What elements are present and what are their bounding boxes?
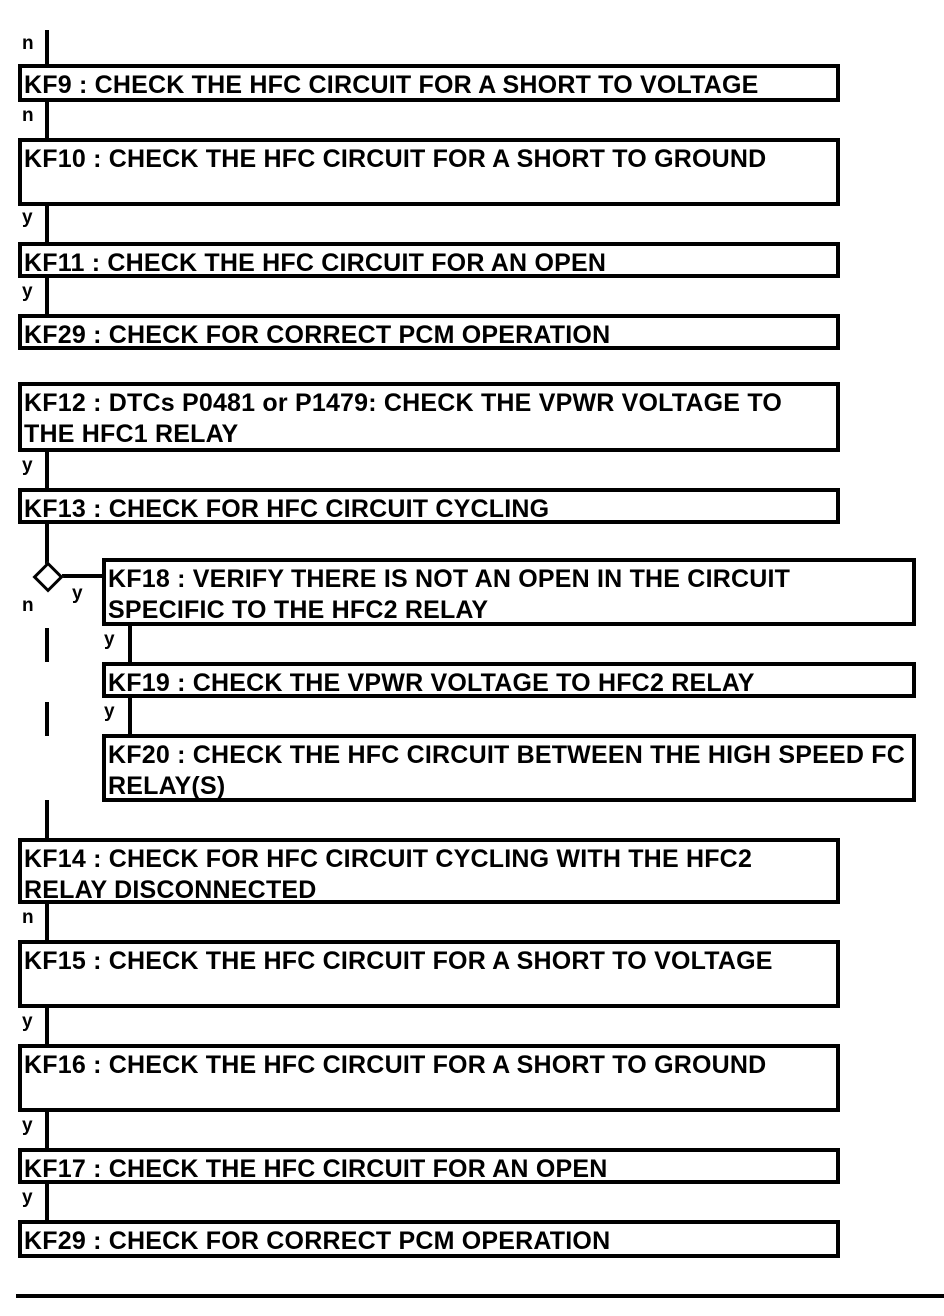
step-kf14[interactable]: KF14 : CHECK FOR HFC CIRCUIT CYCLING WIT… [18,838,840,904]
step-kf13[interactable]: KF13 : CHECK FOR HFC CIRCUIT CYCLING [18,488,840,524]
step-kf10[interactable]: KF10 : CHECK THE HFC CIRCUIT FOR A SHORT… [18,138,840,206]
label-kf15-y: y [22,1011,33,1032]
step-kf9[interactable]: KF9 : CHECK THE HFC CIRCUIT FOR A SHORT … [18,64,840,102]
connector-kf10-kf11 [45,204,49,244]
connector-kf18-kf19 [128,624,132,664]
step-kf16[interactable]: KF16 : CHECK THE HFC CIRCUIT FOR A SHORT… [18,1044,840,1112]
connector-kf15-kf16 [45,1006,49,1046]
label-kf16-y: y [22,1115,33,1136]
label-kf17-y: y [22,1187,33,1208]
step-kf11[interactable]: KF11 : CHECK THE HFC CIRCUIT FOR AN OPEN [18,242,840,278]
step-kf29-first[interactable]: KF29 : CHECK FOR CORRECT PCM OPERATION [18,314,840,350]
connector-decision-n-2 [45,702,49,736]
connector-kf17-kf29 [45,1182,49,1222]
label-top-n: n [22,33,34,54]
connector-kf19-kf20 [128,696,132,736]
connector-kf9-kf10 [45,100,49,140]
label-decision-y: y [72,583,83,604]
connector-kf11-kf29 [45,276,49,316]
connector-top [45,30,49,66]
step-kf15[interactable]: KF15 : CHECK THE HFC CIRCUIT FOR A SHORT… [18,940,840,1008]
bottom-divider [16,1294,944,1298]
step-kf17[interactable]: KF17 : CHECK THE HFC CIRCUIT FOR AN OPEN [18,1148,840,1184]
label-kf18-y: y [104,629,115,650]
decision-diamond [32,561,64,593]
label-kf9-n: n [22,105,34,126]
step-kf20[interactable]: KF20 : CHECK THE HFC CIRCUIT BETWEEN THE… [102,734,916,802]
label-kf12-y: y [22,455,33,476]
step-kf12[interactable]: KF12 : DTCs P0481 or P1479: CHECK THE VP… [18,382,840,452]
step-kf19[interactable]: KF19 : CHECK THE VPWR VOLTAGE TO HFC2 RE… [102,662,916,698]
connector-kf14-kf15 [45,902,49,942]
connector-kf12-kf13 [45,450,49,490]
label-kf11-y: y [22,281,33,302]
label-kf19-y: y [104,701,115,722]
connector-decision-n-1 [45,628,49,662]
label-decision-n: n [22,595,34,616]
step-kf18[interactable]: KF18 : VERIFY THERE IS NOT AN OPEN IN TH… [102,558,916,626]
label-kf14-n: n [22,907,34,928]
connector-decision-yes [62,574,106,578]
connector-kf13-decision [45,522,49,564]
label-kf10-y: y [22,207,33,228]
step-kf29-second[interactable]: KF29 : CHECK FOR CORRECT PCM OPERATION [18,1220,840,1258]
connector-decision-n-3 [45,800,49,842]
connector-kf16-kf17 [45,1110,49,1150]
